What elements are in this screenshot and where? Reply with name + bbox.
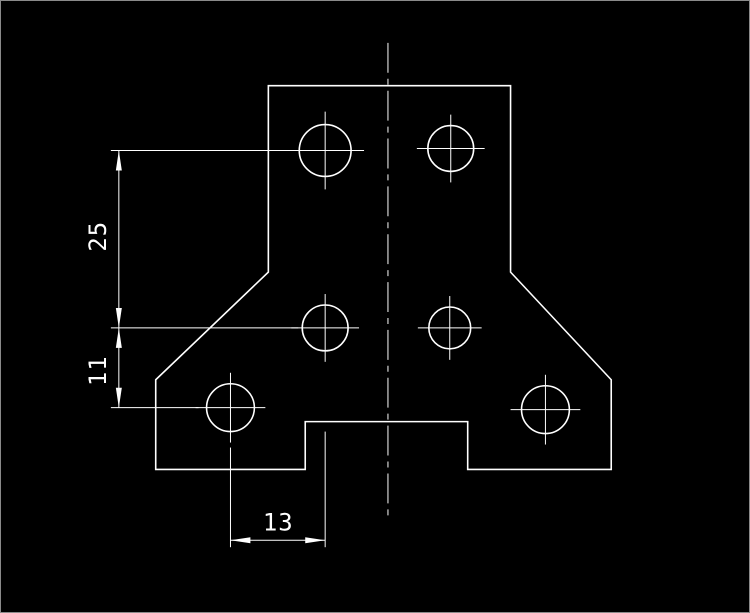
hole-middle-left [291, 294, 360, 362]
dimension-horizontal-13: 13 [229, 431, 326, 548]
dimension-vertical-25: 25 [84, 150, 299, 329]
part-outline [154, 84, 613, 471]
dimension-label-11: 11 [84, 355, 112, 386]
hole-bottom-right [510, 374, 581, 445]
dimension-label-25: 25 [84, 221, 112, 252]
arrowhead-down [115, 307, 122, 328]
arrowhead-up [115, 327, 122, 348]
hole-middle-right [417, 296, 482, 360]
dimension-vertical-11: 11 [84, 327, 199, 409]
arrowhead-up [115, 150, 122, 171]
dimension-label-13: 13 [263, 508, 294, 536]
arrowhead-down [115, 387, 122, 408]
hole-top-right [416, 114, 485, 183]
hole-top-left [286, 111, 365, 190]
arrowhead-right [305, 537, 326, 544]
arrowhead-left [230, 537, 251, 544]
hole-bottom-left [195, 372, 266, 443]
